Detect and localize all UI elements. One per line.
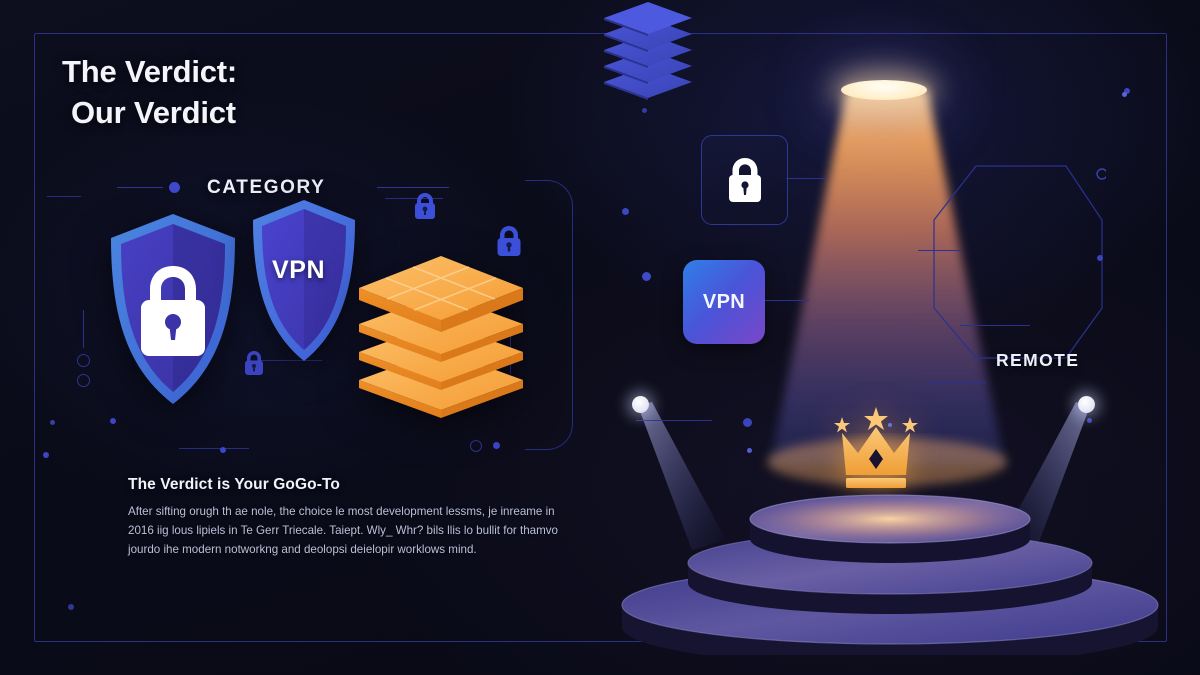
blue-layers-icon <box>600 0 1200 100</box>
lock-icon <box>728 158 761 202</box>
remote-label: REMOTE <box>996 350 1080 370</box>
crown-icon <box>822 405 930 493</box>
deco-vline <box>83 310 84 348</box>
connector-line-6 <box>960 325 1030 326</box>
vpn-card[interactable]: VPN <box>683 260 765 344</box>
verdict-paragraph: After sifting orugh th ae nole, the choi… <box>128 505 559 556</box>
deco-dot-5 <box>493 442 500 449</box>
deco-dot-2 <box>50 420 55 425</box>
right-stage-panel: VPN <box>600 0 1200 675</box>
deco-dot-3 <box>220 447 226 453</box>
deco-hline-1 <box>47 196 81 197</box>
particle-dot <box>1097 255 1103 261</box>
padlock-icon <box>243 350 265 376</box>
particle-dot <box>622 208 629 215</box>
layers-stack-icon <box>355 246 527 418</box>
connector-line-1 <box>786 178 826 179</box>
deco-bracket <box>525 180 573 450</box>
shield-lock-icon <box>107 212 239 407</box>
padlock-icon <box>413 192 437 220</box>
hexagon-outline <box>916 162 1106 362</box>
particle-dot <box>1087 418 1092 423</box>
spotlight-right <box>1002 396 1095 550</box>
vpn-card-label: VPN <box>702 290 746 313</box>
headline-line-2: Our Verdict <box>71 94 236 130</box>
lock-card[interactable] <box>701 135 788 225</box>
deco-dot-1 <box>110 418 116 424</box>
category-rule-right <box>377 187 449 188</box>
verdict-subheading: The Verdict is Your GoGo-To <box>128 476 340 493</box>
connector-line-2 <box>765 300 809 301</box>
category-rule-left <box>117 187 163 188</box>
connector-line-3 <box>918 250 962 251</box>
spotlight-bulb <box>1078 396 1095 413</box>
particle-dot <box>1122 92 1127 97</box>
shield-vpn-label: VPN <box>272 256 326 284</box>
winner-podium <box>610 455 1170 655</box>
connector-line-5 <box>636 420 712 421</box>
stage-light-fixture <box>841 80 927 100</box>
particle-dot <box>1124 88 1130 94</box>
spotlight-bulb <box>632 396 649 413</box>
particle-dot <box>642 108 647 113</box>
particle-dot <box>642 272 651 281</box>
headline-line-1: The Verdict: <box>62 54 238 89</box>
deco-ring-2 <box>77 374 90 387</box>
padlock-icon <box>495 225 523 257</box>
spotlight-left <box>632 396 726 550</box>
page-title: The Verdict: Our Verdict <box>62 52 582 134</box>
connector-line-4 <box>930 382 986 383</box>
particle-dot <box>743 418 752 427</box>
deco-ring-3 <box>470 440 482 452</box>
deco-hline-4 <box>179 448 249 449</box>
left-icon-cluster: CATEGORY <box>43 150 595 460</box>
particle-dot <box>68 604 74 610</box>
category-dot <box>169 182 180 193</box>
particle-dot <box>747 448 752 453</box>
deco-ring-1 <box>77 354 90 367</box>
shield-vpn-icon: VPN <box>250 198 358 363</box>
category-label: CATEGORY <box>207 177 326 198</box>
particle-dot <box>888 423 892 427</box>
verdict-text-block: The Verdict is Your GoGo-To After siftin… <box>128 476 568 559</box>
deco-dot-4 <box>43 452 49 458</box>
